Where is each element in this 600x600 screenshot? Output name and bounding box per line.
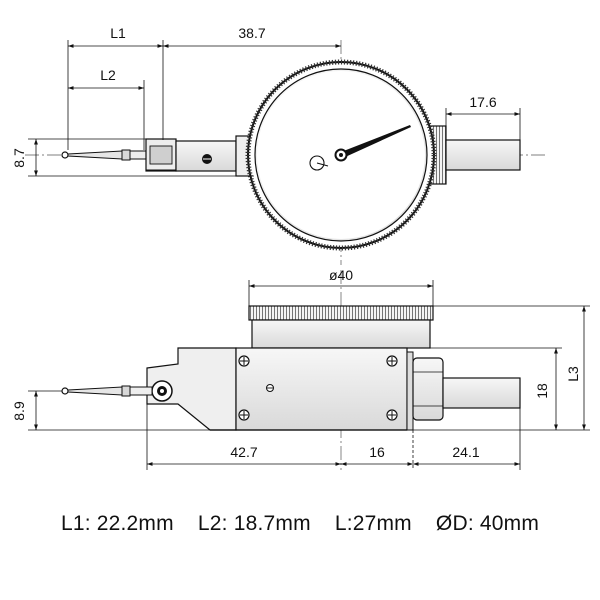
label-body-right: 24.1 — [452, 444, 479, 460]
side-view: ø40 42.7 16 24.1 18 L3 — [11, 267, 590, 470]
label-dial-offset: 38.7 — [238, 25, 265, 41]
label-tip-height-top: 8.7 — [11, 148, 27, 168]
label-diameter: ø40 — [329, 267, 353, 283]
screw-icon — [238, 355, 250, 367]
label-stem-height: 18 — [534, 383, 550, 399]
dim-dial-offset: 38.7 — [163, 25, 341, 48]
dim-L2: L2 — [68, 67, 145, 150]
dim-body-widths: 42.7 16 24.1 — [146, 404, 521, 470]
screw-icon — [238, 409, 250, 421]
stem-top — [425, 125, 521, 185]
small-pointer — [316, 162, 329, 167]
screw-icon — [386, 355, 398, 367]
bezel-side — [248, 305, 434, 349]
spec-diameter: ØD: 40mm — [435, 512, 540, 535]
body-arm-top — [145, 135, 255, 177]
dim-tip-height-top: 8.7 — [11, 138, 254, 177]
screw-icon — [266, 384, 274, 392]
dim-tip-height-side: 8.9 — [11, 390, 210, 431]
spec-caption: L1: 22.2mm L2: 18.7mm L:27mm ØD: 40mm — [0, 512, 600, 536]
stylus-top — [61, 149, 147, 161]
dial-pointer — [341, 125, 411, 158]
dim-stem-length: 17.6 — [445, 94, 521, 140]
stylus-side — [61, 385, 153, 397]
spec-L: L:27mm — [334, 512, 412, 535]
label-L1: L1 — [110, 25, 126, 41]
top-view: L1 38.7 L2 17.6 8.7 — [11, 25, 545, 265]
dial-face — [245, 59, 437, 251]
label-stem-length: 17.6 — [469, 94, 496, 110]
label-body-left: 42.7 — [230, 444, 257, 460]
stem-side — [412, 357, 521, 421]
screw-icon — [386, 409, 398, 421]
label-L2: L2 — [100, 67, 116, 83]
label-body-mid: 16 — [369, 444, 385, 460]
spec-L2: L2: 18.7mm — [197, 512, 311, 535]
label-total-height: L3 — [565, 366, 581, 382]
spec-L1: L1: 22.2mm — [60, 512, 174, 535]
dim-stem-height: 18 — [407, 347, 562, 431]
label-tip-height-side: 8.9 — [11, 401, 27, 421]
dim-diameter: ø40 — [248, 267, 434, 306]
dim-total-height: L3 — [433, 305, 590, 431]
dim-L1: L1 — [67, 25, 164, 150]
body-side — [146, 347, 414, 431]
